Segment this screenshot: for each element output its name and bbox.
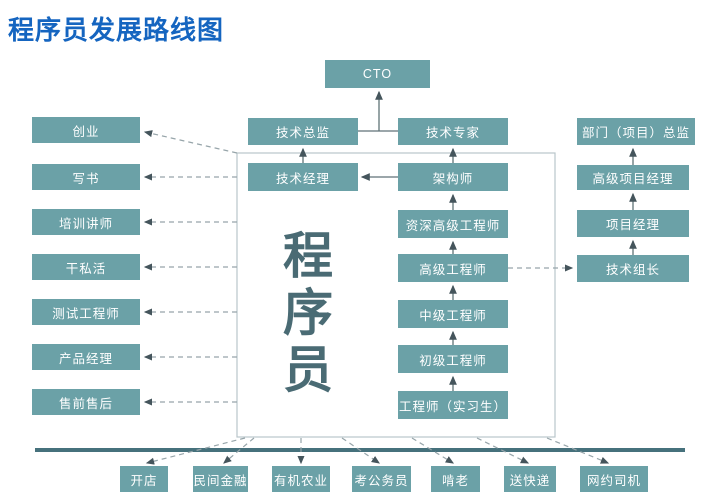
node-tech-manager: 技术经理	[248, 163, 358, 191]
node-exit-organic-farming: 有机农业	[272, 466, 330, 492]
node-exit-civil-service: 考公务员	[352, 466, 411, 492]
node-senior-project-manager: 高级项目经理	[577, 165, 689, 190]
programmer-label: 程序员	[283, 228, 333, 398]
node-exit-freelance: 干私活	[32, 254, 140, 280]
node-exit-startup: 创业	[32, 117, 140, 143]
node-exit-courier: 送快递	[504, 466, 556, 492]
node-tech-expert: 技术专家	[398, 118, 508, 145]
node-cto: CTO	[325, 60, 430, 88]
node-principal-engineer: 资深高级工程师	[398, 210, 508, 238]
node-mid-engineer: 中级工程师	[398, 300, 508, 328]
node-dept-project-director: 部门（项目）总监	[577, 118, 695, 145]
node-junior-engineer: 初级工程师	[398, 345, 508, 373]
node-tech-director: 技术总监	[248, 118, 358, 145]
node-exit-presales: 售前售后	[32, 389, 140, 415]
node-exit-ride-hailing-driver: 网约司机	[580, 466, 648, 492]
node-project-manager: 项目经理	[577, 210, 689, 237]
node-senior-engineer: 高级工程师	[398, 254, 508, 282]
node-intern-engineer: 工程师（实习生）	[398, 391, 508, 419]
node-exit-write-books: 写书	[32, 164, 140, 190]
page-title: 程序员发展路线图	[8, 15, 225, 45]
node-exit-test-engineer: 测试工程师	[32, 299, 140, 325]
node-exit-live-off-parents: 啃老	[431, 466, 480, 492]
node-exit-open-shop: 开店	[120, 466, 168, 492]
node-tech-lead: 技术组长	[577, 255, 689, 282]
node-exit-private-finance: 民间金融	[193, 466, 248, 492]
node-architect: 架构师	[398, 163, 508, 191]
node-exit-product-manager: 产品经理	[32, 344, 140, 370]
node-exit-trainer: 培训讲师	[32, 209, 140, 235]
